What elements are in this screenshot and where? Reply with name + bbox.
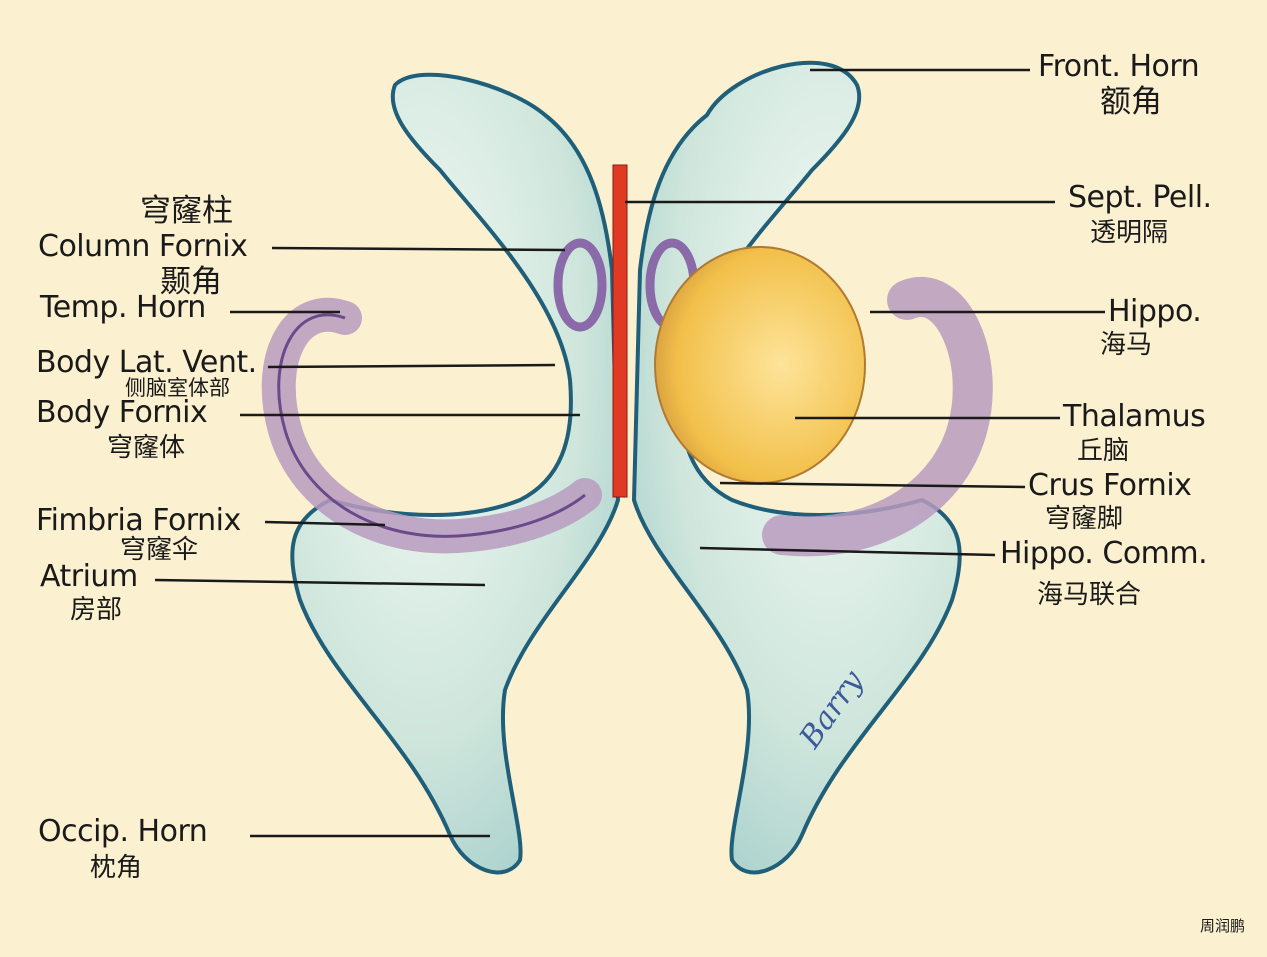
hippo-zh-label: 海马: [1100, 330, 1153, 360]
column-fornix-label: Column Fornix: [38, 229, 248, 264]
thalamus-shape: [654, 246, 866, 484]
left-ventricle: [261, 72, 621, 875]
occip-horn-label: Occip. Horn: [38, 814, 208, 849]
hippo-comm-zh-label: 海马联合: [1037, 580, 1142, 610]
atrium-zh-label: 房部: [70, 595, 123, 625]
temp-horn-label: Temp. Horn: [40, 290, 206, 325]
fimbria-fornix-zh-label: 穹窿伞: [120, 535, 199, 565]
leader-lines: [154, 68, 1105, 838]
front-horn-label: Front. Horn: [1038, 49, 1200, 84]
fimbria-fornix-label: Fimbria Fornix: [36, 503, 241, 538]
front-horn-zh-label: 额角: [1100, 84, 1162, 120]
hippo-label: Hippo.: [1108, 294, 1202, 329]
body-fornix-label: Body Fornix: [36, 395, 208, 430]
body-fornix-zh-label: 穹窿体: [107, 433, 186, 463]
body-lat-vent-label: Body Lat. Vent.: [36, 345, 257, 380]
temp-horn-zh-label: 颞角: [160, 264, 222, 300]
author-credit: 周润鹏: [1200, 917, 1246, 935]
column-fornix-zh-label: 穹窿柱: [140, 193, 233, 229]
occip-horn-zh-label: 枕角: [90, 853, 143, 883]
body-lat-vent-zh-label: 侧脑室体部: [125, 376, 230, 400]
sept-pell-zh-label: 透明隔: [1090, 218, 1169, 248]
crus-fornix-zh-label: 穹窿脚: [1045, 504, 1124, 534]
thalamus-zh-label: 丘脑: [1077, 436, 1130, 466]
septum-pellucidum: [612, 164, 628, 498]
atrium-label: Atrium: [40, 559, 138, 594]
thalamus-label: Thalamus: [1063, 399, 1206, 434]
hippo-comm-label: Hippo. Comm.: [1000, 536, 1208, 571]
crus-fornix-label: Crus Fornix: [1028, 468, 1192, 503]
sept-pell-label: Sept. Pell.: [1068, 180, 1212, 215]
